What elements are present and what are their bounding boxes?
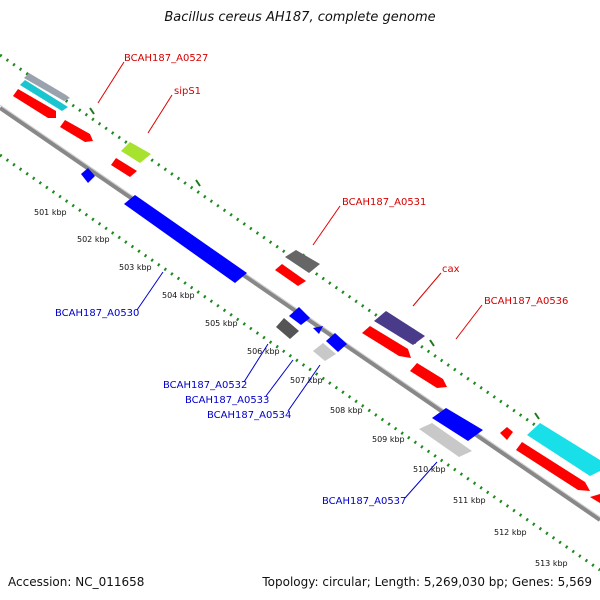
kbp-tick-label: 512 kbp <box>494 528 527 537</box>
feature-a0534 <box>313 343 336 361</box>
gene-label-a0534: BCAH187_A0534 <box>207 410 291 421</box>
page-title: Bacillus cereus AH187, complete genome <box>164 10 436 25</box>
feature-gray-top <box>24 73 70 101</box>
feature-cax <box>374 311 425 345</box>
feature-red-5 <box>362 326 411 358</box>
gene-label-a0532: BCAH187_A0532 <box>163 380 247 391</box>
kbp-tick-label: 502 kbp <box>77 235 110 244</box>
blue-leaders <box>136 271 438 499</box>
kbp-tick-label: 510 kbp <box>413 465 446 474</box>
feature-blue-small <box>81 168 95 183</box>
genome-summary-text: Topology: circular; Length: 5,269,030 bp… <box>262 575 592 589</box>
red-leaders <box>97 61 483 340</box>
outer-track-line <box>0 53 600 472</box>
feature-a0533 <box>326 333 347 352</box>
gene-label-a0537: BCAH187_A0537 <box>322 496 406 507</box>
feature-a0537 <box>419 423 472 457</box>
outer-features <box>13 73 600 503</box>
gene-label-sips1: sipS1 <box>174 86 201 97</box>
feature-red-6 <box>410 363 447 388</box>
feature-red-8 <box>590 494 600 503</box>
kbp-tick-label: 503 kbp <box>119 263 152 272</box>
inner-features <box>81 168 483 457</box>
kbp-tick-label: 504 kbp <box>162 291 195 300</box>
feature-blue-2 <box>289 307 310 325</box>
kbp-tick-label: 508 kbp <box>330 406 363 415</box>
feature-red-2 <box>60 120 93 142</box>
feature-cyan <box>20 80 68 111</box>
feature-red-4 <box>275 264 306 286</box>
kbp-tick-label: 507 kbp <box>290 376 323 385</box>
feature-a0530 <box>124 195 247 283</box>
kbp-tick-label: 506 kbp <box>247 347 280 356</box>
feature-a0531 <box>285 250 320 273</box>
kbp-tick-label: 501 kbp <box>34 208 67 217</box>
gene-label-a0527: BCAH187_A0527 <box>124 53 208 64</box>
feature-sips1 <box>121 142 151 163</box>
feature-red-7 <box>516 442 590 491</box>
inner-track-line <box>0 153 600 572</box>
feature-a0532 <box>276 318 299 339</box>
kbp-tick-label: 505 kbp <box>205 319 238 328</box>
kbp-tick-label: 509 kbp <box>372 435 405 444</box>
feature-blue-3 <box>313 326 323 334</box>
feature-red-3 <box>111 158 137 177</box>
gene-label-a0531: BCAH187_A0531 <box>342 197 426 208</box>
feature-a0537-blue <box>432 408 483 441</box>
gene-label-a0536: BCAH187_A0536 <box>484 296 568 307</box>
feature-cyan-2 <box>527 423 600 476</box>
kbp-tick-label: 513 kbp <box>535 559 568 568</box>
feature-red-1 <box>13 89 56 118</box>
kbp-tick-label: 511 kbp <box>453 496 486 505</box>
accession-text: Accession: NC_011658 <box>8 575 145 589</box>
feature-red-small <box>500 427 513 440</box>
gene-label-cax: cax <box>442 264 460 275</box>
gene-label-a0530: BCAH187_A0530 <box>55 308 139 319</box>
gene-label-a0533: BCAH187_A0533 <box>185 395 269 406</box>
